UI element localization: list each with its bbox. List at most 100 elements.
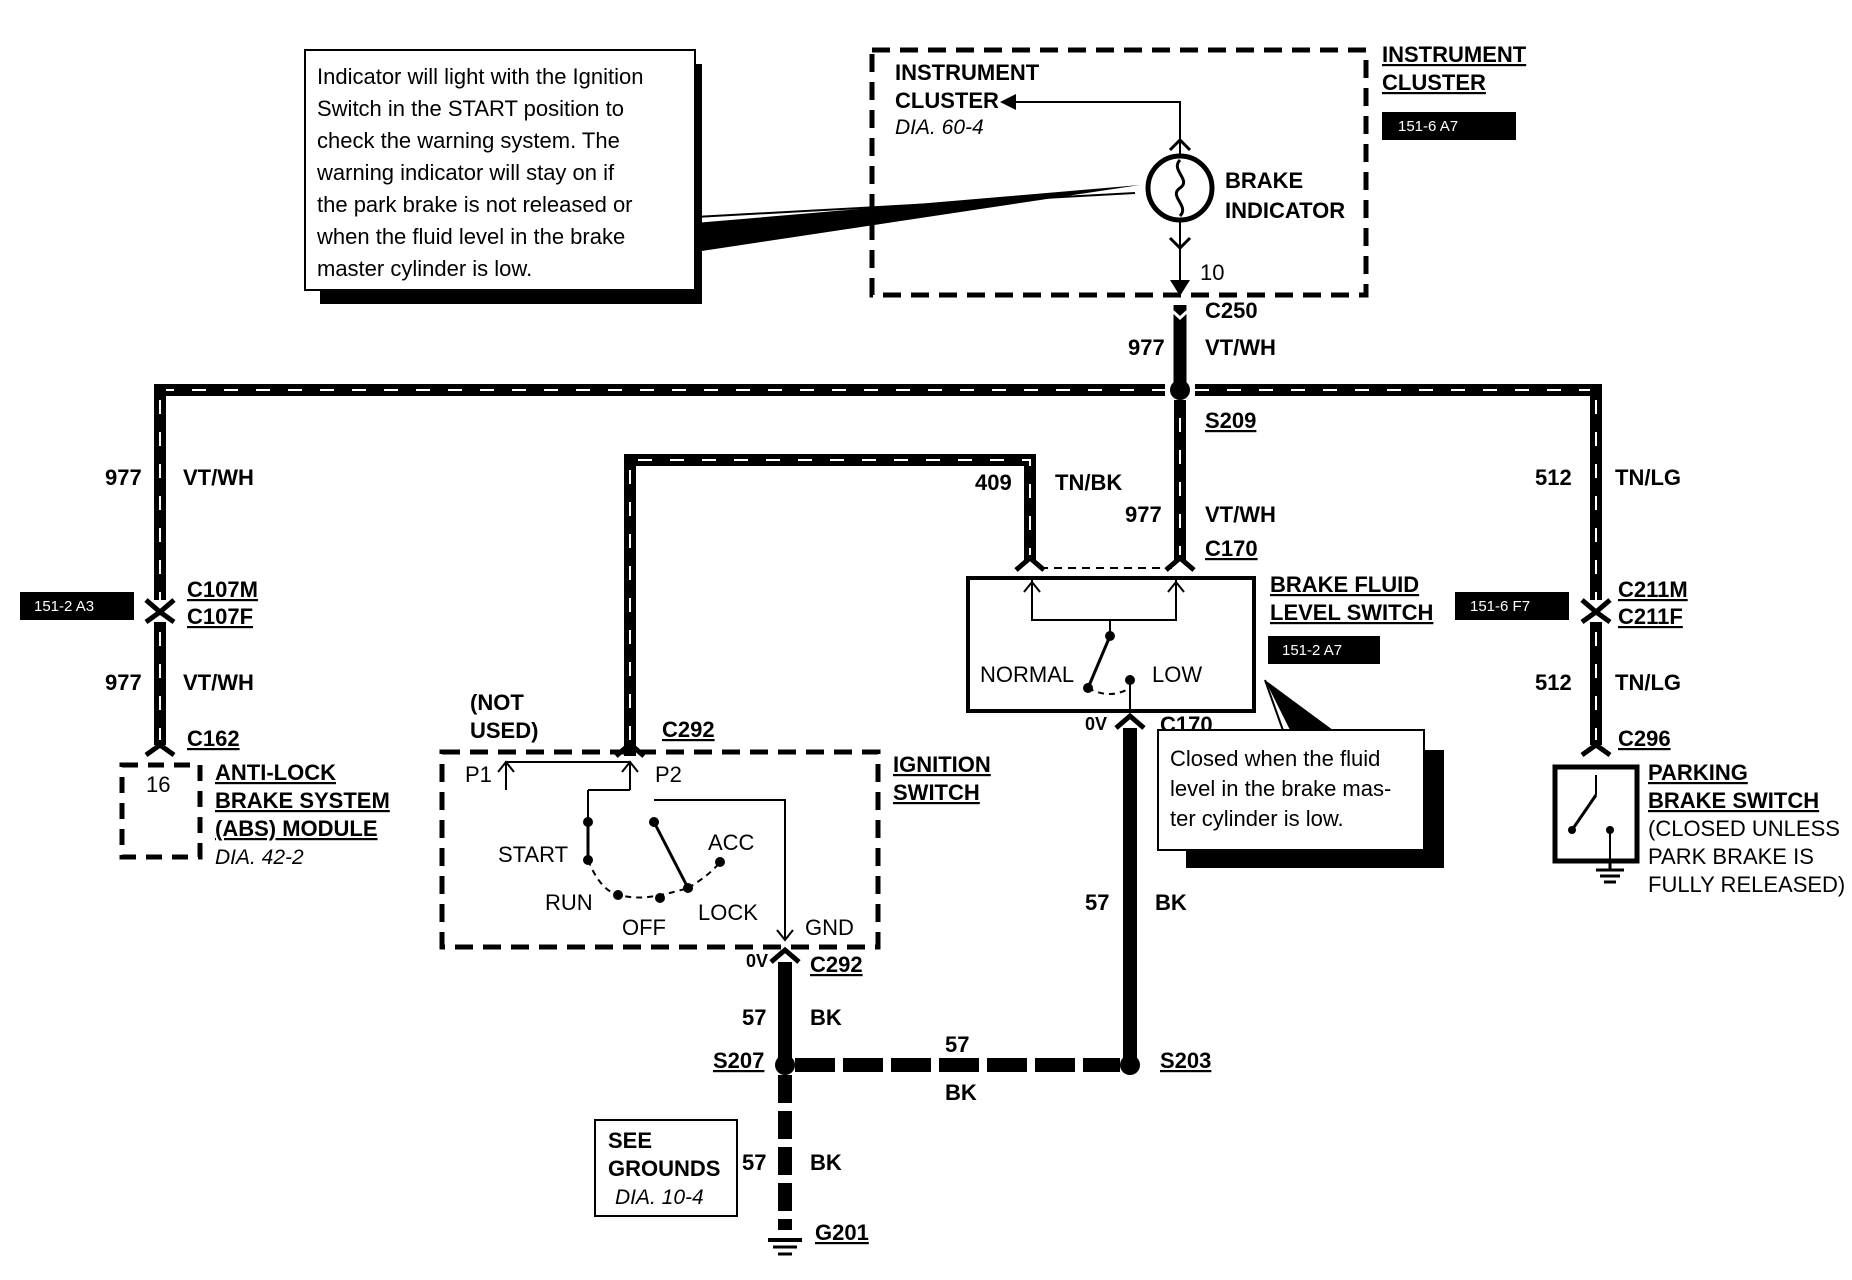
instrument-cluster-inner-label-1: INSTRUMENT — [895, 60, 1040, 85]
right-circuit-bottom: 512 — [1535, 670, 1572, 695]
parking-switch-label-3: (CLOSED UNLESS — [1648, 816, 1840, 841]
instrument-cluster-inner-label-2: CLUSTER — [895, 88, 999, 113]
see-grounds-dia-ref: DIA. 10-4 — [615, 1186, 704, 1209]
mid-branch-wires: 409 TN/BK 977 VT/WH C170 — [624, 400, 1276, 756]
right-page-ref: 151-6 F7 — [1455, 592, 1569, 620]
instrument-cluster-dia-ref: DIA. 60-4 — [895, 116, 984, 139]
fluid-circuit-57: 57 — [1085, 890, 1109, 915]
c211m-connector: C211M — [1618, 577, 1688, 602]
fluid-note-line-2: level in the brake mas- — [1170, 776, 1391, 801]
ground-circuit-57: 57 — [742, 1150, 766, 1175]
fluid-color-bk: BK — [1155, 890, 1187, 915]
instrument-cluster-title-2: CLUSTER — [1382, 70, 1486, 95]
ignition-p2: P2 — [655, 762, 682, 787]
c107m-connector: C107M — [187, 577, 258, 602]
horizontal-circuit-57: 57 — [945, 1032, 969, 1057]
splice-s209-dot — [1170, 380, 1190, 400]
brake-indicator-label-1: BRAKE — [1225, 168, 1303, 193]
fluid-low-label: LOW — [1152, 662, 1202, 687]
fluid-note-callout: Closed when the fluid level in the brake… — [1157, 679, 1444, 868]
svg-text:151-2 A3: 151-2 A3 — [34, 598, 94, 615]
c250-connector: C250 — [1205, 298, 1258, 323]
wire-57-ignition: 0V C292 57 BK S207 — [713, 946, 863, 1075]
s209-splice-label: S209 — [1205, 408, 1256, 433]
c211f-connector: C211F — [1618, 604, 1683, 629]
indicator-note-line-5: the park brake is not released or — [317, 192, 633, 217]
splice-s203-dot — [1120, 1055, 1140, 1075]
indicator-note-line-3: check the warning system. The — [317, 128, 620, 153]
fluid-switch-title-1: BRAKE FLUID — [1270, 572, 1419, 597]
ignition-start: START — [498, 842, 568, 867]
see-grounds-label-2: GROUNDS — [608, 1156, 720, 1181]
wire-57-ground: 57 BK G201 SEE GROUNDS DIA. 10-4 — [594, 1075, 869, 1256]
fluid-switch-page-ref: 151-2 A7 — [1268, 636, 1380, 664]
svg-text:151-2 A7: 151-2 A7 — [1282, 642, 1342, 659]
ignition-switch-block: (NOT USED) C292 P1 P2 START ACC RUN OFF … — [439, 690, 881, 950]
parking-switch-label-2: BRAKE SWITCH — [1648, 788, 1819, 813]
color-977-mid: VT/WH — [1205, 502, 1276, 527]
splice-s207-dot — [775, 1055, 795, 1075]
not-used-label-2: USED) — [470, 718, 538, 743]
left-page-ref: 151-2 A3 — [20, 592, 134, 620]
instrument-cluster-page-ref: 151-6 A7 — [1382, 112, 1516, 140]
parking-ground-icon — [1596, 862, 1624, 884]
abs-pin-number: 16 — [146, 772, 170, 797]
abs-module-label-1: ANTI-LOCK — [215, 760, 336, 785]
s207-splice-label: S207 — [713, 1048, 764, 1073]
parking-switch-label-5: FULLY RELEASED) — [1648, 872, 1845, 897]
c107f-connector: C107F — [187, 604, 253, 629]
not-used-label-1: (NOT — [470, 690, 524, 715]
fluid-volt-label: 0V — [1085, 714, 1107, 734]
brake-indicator-label-2: INDICATOR — [1225, 198, 1345, 223]
ignition-circuit-57: 57 — [742, 1005, 766, 1030]
left-circuit-top: 977 — [105, 465, 142, 490]
g201-label: G201 — [815, 1220, 869, 1245]
circuit-977-mid: 977 — [1125, 502, 1162, 527]
abs-module-label-2: BRAKE SYSTEM — [215, 788, 390, 813]
fluid-normal-label: NORMAL — [980, 662, 1074, 687]
horizontal-color-bk: BK — [945, 1080, 977, 1105]
right-circuit-top: 512 — [1535, 465, 1572, 490]
abs-module-dia-ref: DIA. 42-2 — [215, 846, 304, 869]
c250-color: VT/WH — [1205, 335, 1276, 360]
ignition-off: OFF — [622, 915, 666, 940]
cluster-arrow-icon — [1000, 94, 1016, 110]
ignition-run: RUN — [545, 890, 593, 915]
c162-connector: C162 — [187, 726, 240, 751]
parking-switch-label-1: PARKING — [1648, 760, 1748, 785]
ignition-volt-label: 0V — [746, 951, 768, 971]
ignition-acc: ACC — [708, 830, 755, 855]
indicator-note-line-4: warning indicator will stay on if — [316, 160, 615, 185]
instrument-cluster-title-1: INSTRUMENT — [1382, 42, 1527, 67]
c292-top-connector: C292 — [662, 717, 715, 742]
ignition-lock: LOCK — [698, 900, 758, 925]
indicator-note-callout: Indicator will light with the Ignition S… — [304, 49, 1140, 304]
ignition-gnd: GND — [805, 915, 854, 940]
color-409: TN/BK — [1055, 470, 1122, 495]
left-color-bottom: VT/WH — [183, 670, 254, 695]
ignition-title-2: SWITCH — [893, 780, 980, 805]
c170-top-connector: C170 — [1205, 536, 1258, 561]
instrument-cluster-block: INSTRUMENT CLUSTER DIA. 60-4 BRAKE INDIC… — [869, 47, 1369, 298]
svg-text:151-6 A7: 151-6 A7 — [1398, 118, 1458, 135]
right-color-bottom: TN/LG — [1615, 670, 1681, 695]
parking-switch-label-4: PARK BRAKE IS — [1648, 844, 1814, 869]
fluid-note-line-3: ter cylinder is low. — [1170, 806, 1344, 831]
brake-fluid-level-switch: NORMAL LOW 0V C170 — [966, 576, 1256, 737]
right-color-top: TN/LG — [1615, 465, 1681, 490]
indicator-note-line-2: Switch in the START position to — [317, 96, 624, 121]
ignition-p1: P1 — [465, 762, 492, 787]
svg-text:151-6 F7: 151-6 F7 — [1470, 598, 1530, 615]
ignition-title-1: IGNITION — [893, 752, 991, 777]
c250-circuit: 977 — [1128, 335, 1165, 360]
indicator-note-line-7: master cylinder is low. — [317, 256, 532, 281]
c296-connector: C296 — [1618, 726, 1671, 751]
fluid-note-line-1: Closed when the fluid — [1170, 746, 1380, 771]
ground-color-bk: BK — [810, 1150, 842, 1175]
wire-977-main: C250 977 VT/WH S209 — [1128, 298, 1276, 433]
circuit-409: 409 — [975, 470, 1012, 495]
cluster-pin-number: 10 — [1200, 260, 1224, 285]
left-circuit-bottom: 977 — [105, 670, 142, 695]
wire-57-horizontal: 57 BK — [795, 1032, 1120, 1105]
